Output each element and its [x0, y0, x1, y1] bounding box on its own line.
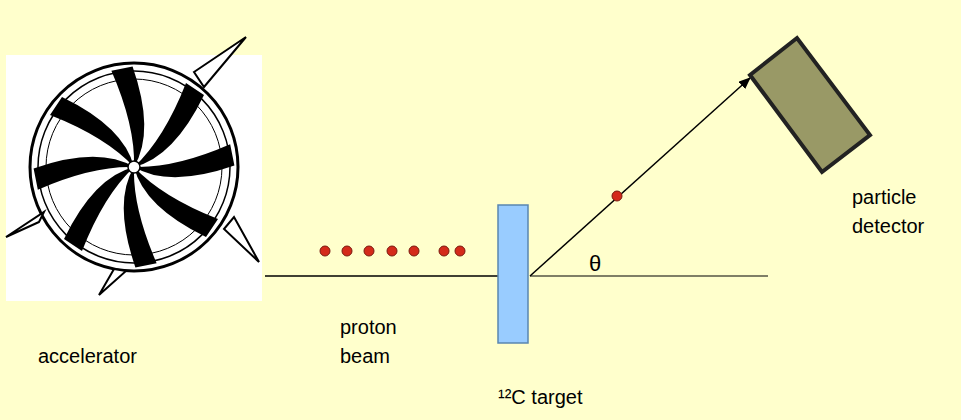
- beam-label: proton beam: [340, 313, 418, 371]
- scatter-line: [530, 78, 750, 276]
- angle-label: θ: [589, 248, 613, 280]
- carbon-target: [498, 205, 528, 343]
- axis-line: [530, 275, 768, 276]
- accelerator-label: accelerator: [38, 342, 198, 371]
- beam-line: [265, 275, 527, 277]
- accelerator-image: [6, 55, 262, 301]
- detector-label: particle detector: [852, 183, 956, 241]
- particle-detector: [750, 38, 870, 172]
- proton-dots: [320, 246, 465, 256]
- target-label: ¹²C target: [498, 383, 638, 412]
- cyclotron-symbol: [6, 37, 259, 295]
- scattered-proton: [612, 191, 622, 201]
